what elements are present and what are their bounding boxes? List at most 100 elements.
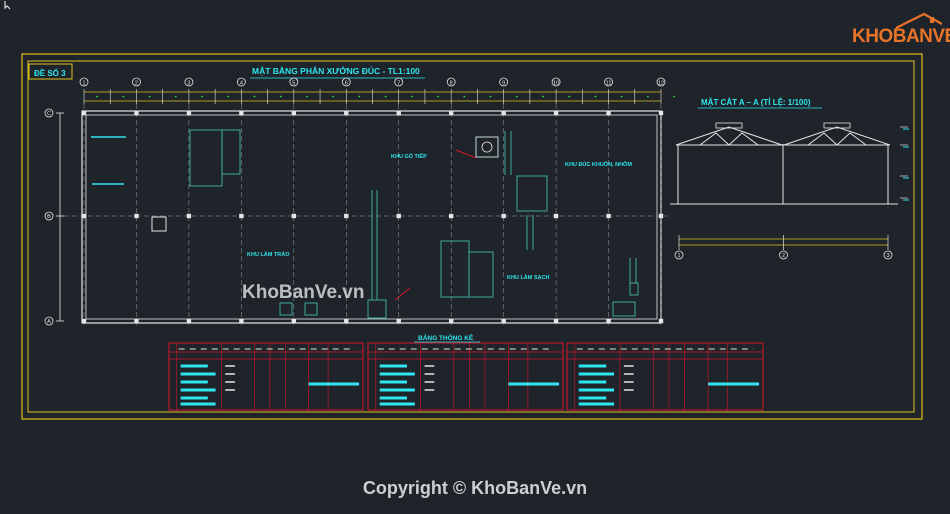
plan-inner-wall: [85, 114, 658, 320]
grid-bubble-label-col-5: 5: [292, 81, 295, 87]
structural-column: [553, 318, 559, 324]
equipment-bay: [516, 175, 548, 212]
copyright-text: Copyright © KhoBanVe.vn: [362, 478, 588, 498]
section-bubble-2: [779, 250, 788, 260]
grid-bubble-col-5: [289, 77, 299, 87]
grid-bubble-label-col-2: 2: [135, 81, 138, 87]
section-level-marks: [900, 126, 909, 201]
section-bubble-label-3: 3: [886, 253, 889, 259]
stats-table: [168, 342, 364, 411]
structural-column: [291, 318, 297, 324]
grid-bubble-col-4: [236, 77, 246, 87]
structural-column: [606, 110, 611, 116]
dimension-mark: [332, 95, 335, 98]
cursor-icon: [4, 1, 11, 10]
section-ridge-vent-right: [823, 122, 851, 129]
dimension-mark: [515, 95, 518, 98]
grid-bubble-col-7: [394, 77, 404, 87]
section-roof-right: [783, 126, 891, 146]
equipment-room-2: [221, 129, 241, 175]
dimension-mark: [542, 95, 544, 98]
dimension-ticks: [83, 89, 676, 104]
grid-bubble-col-9: [499, 77, 509, 87]
section-bubble-label-1: 1: [677, 253, 680, 259]
dimension-mark: [594, 95, 597, 98]
section-ridge-vent-left: [715, 122, 743, 129]
equipment-tank-2: [468, 251, 494, 298]
dimension-mark: [306, 95, 308, 98]
dimension-mark: [410, 95, 413, 98]
grid-bubble-label-row-C: C: [47, 111, 51, 117]
section-bubble-label-2: 2: [782, 253, 785, 259]
structural-column: [658, 110, 664, 116]
structural-column: [291, 213, 297, 219]
grid-bubble-row-A: [44, 316, 54, 326]
structural-column: [186, 110, 192, 116]
grid-bubble-row-C: [44, 108, 54, 118]
dimension-mark: [358, 95, 361, 98]
grid-bubble-col-11: [604, 77, 613, 87]
structural-column: [448, 110, 454, 116]
grid-bubble-label-col-8: 8: [450, 81, 453, 87]
grid-row-bubbles: CBA: [44, 108, 64, 326]
grid-bubble-label-col-6: 6: [345, 81, 348, 87]
structural-column: [658, 213, 664, 219]
section-bubble-3: [883, 250, 893, 260]
structural-column: [344, 318, 349, 324]
structural-column: [81, 318, 87, 324]
structural-column: [186, 318, 192, 324]
grid-bubble-label-col-12: 12: [658, 81, 664, 87]
grid-bubble-row-B: [44, 211, 54, 221]
equipment-box-2: [279, 302, 293, 316]
sheet-label: ĐỀ SỐ 3: [34, 68, 66, 78]
house-roof-icon: [895, 12, 942, 29]
structural-column: [239, 213, 244, 219]
stats-tables: [168, 342, 764, 411]
structural-column: [291, 110, 297, 116]
structural-column: [186, 213, 192, 219]
zone-label-casting: KHU ĐÚC KHUÔN, NHÔM: [565, 160, 632, 168]
grid-bubble-label-col-3: 3: [187, 81, 190, 87]
plan-outer-wall: [81, 110, 662, 324]
site-logo: KHOBANVE: [852, 12, 950, 54]
grid-bubble-label-col-1: 1: [82, 81, 85, 87]
structural-column: [81, 110, 87, 116]
structural-column: [134, 318, 139, 324]
equipment-box-5: [629, 282, 639, 296]
sheet-label-box: [28, 63, 73, 80]
stats-table-title: BẢNG THỐNG KÊ: [418, 332, 474, 342]
section-title: MẶT CẮT A – A (TỈ LỆ: 1/100): [701, 98, 811, 107]
grid-bubble-label-col-11: 11: [606, 81, 612, 87]
dimension-mark: [122, 95, 125, 98]
structural-column: [501, 213, 506, 219]
grid-bubble-col-12: [656, 77, 666, 87]
dimension-mark: [673, 95, 676, 98]
structural-column: [239, 318, 244, 324]
grid-bubble-label-col-7: 7: [397, 81, 400, 87]
structural-column: [396, 213, 401, 219]
dimension-mark: [463, 95, 466, 98]
plan-grid-lines: [64, 104, 668, 326]
dimension-mark: [174, 95, 177, 98]
section-truss-left: [699, 132, 759, 146]
sheet-outer-frame: [21, 53, 923, 420]
structural-column: [134, 213, 139, 219]
dimension-mark: [96, 95, 99, 98]
grid-bubble-label-col-4: 4: [240, 81, 243, 87]
structural-column: [606, 213, 611, 219]
plan-structural-columns: [81, 110, 664, 324]
structural-column: [553, 213, 559, 219]
equipment-furnace: [475, 136, 499, 158]
logo-text: KHOBANVE: [852, 26, 950, 47]
structural-column: [501, 318, 506, 324]
section-building: [670, 126, 898, 205]
grid-bubble-col-6: [341, 77, 351, 87]
equipment-box-4: [612, 301, 636, 317]
grid-bubble-col-3: [184, 77, 194, 87]
dimension-mark: [384, 95, 387, 98]
structural-column: [134, 110, 139, 116]
section-roof-left: [675, 126, 783, 146]
equipment-room-1: [189, 129, 223, 187]
